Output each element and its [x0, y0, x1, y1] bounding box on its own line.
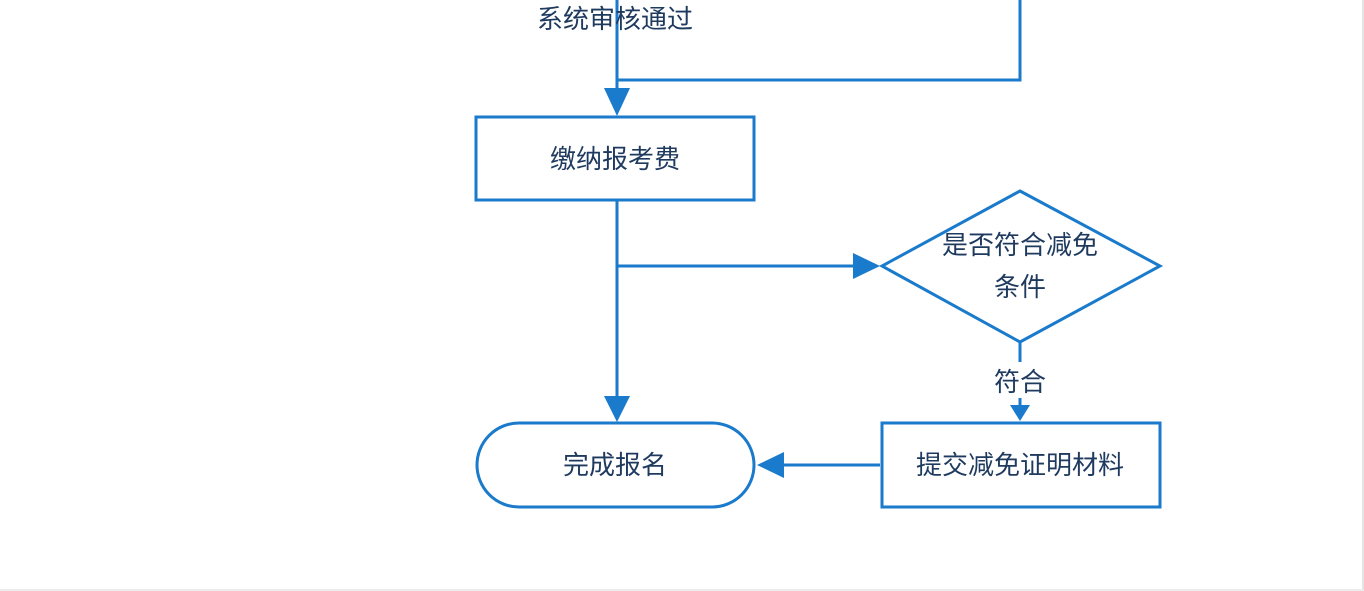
yes-label-bg [982, 362, 1058, 398]
pay-fee-box [474, 115, 756, 202]
arrow-down-icon [604, 396, 630, 422]
decision-diamond [878, 189, 1164, 344]
submit-docs-label: 提交减免证明材料 [916, 451, 1124, 481]
frame-right-edge [1362, 0, 1364, 591]
decision-label-line1: 是否符合减免 [942, 231, 1098, 261]
arrow-left-icon [757, 452, 784, 478]
return-loop-line [617, 0, 1022, 82]
approved-label: 系统审核通过 [537, 5, 693, 35]
labels: 系统审核通过 缴纳报考费 是否符合减免 条件 符合 提交减免证明材料 完成报名 [537, 5, 1124, 481]
arrow-right-icon [853, 253, 880, 279]
frame-bottom-edge [0, 589, 1364, 591]
arrow-down-icon [1010, 405, 1030, 421]
shapes [474, 115, 1164, 509]
connectors [615, 0, 1022, 467]
yes-label: 符合 [994, 368, 1046, 398]
submit-docs-box [880, 421, 1162, 509]
complete-terminal [475, 421, 756, 509]
arrow-down-icon [604, 88, 630, 116]
pay-fee-label: 缴纳报考费 [550, 145, 680, 175]
complete-label: 完成报名 [563, 451, 667, 481]
decision-label-line2: 条件 [994, 273, 1046, 303]
arrowheads [604, 88, 1030, 478]
